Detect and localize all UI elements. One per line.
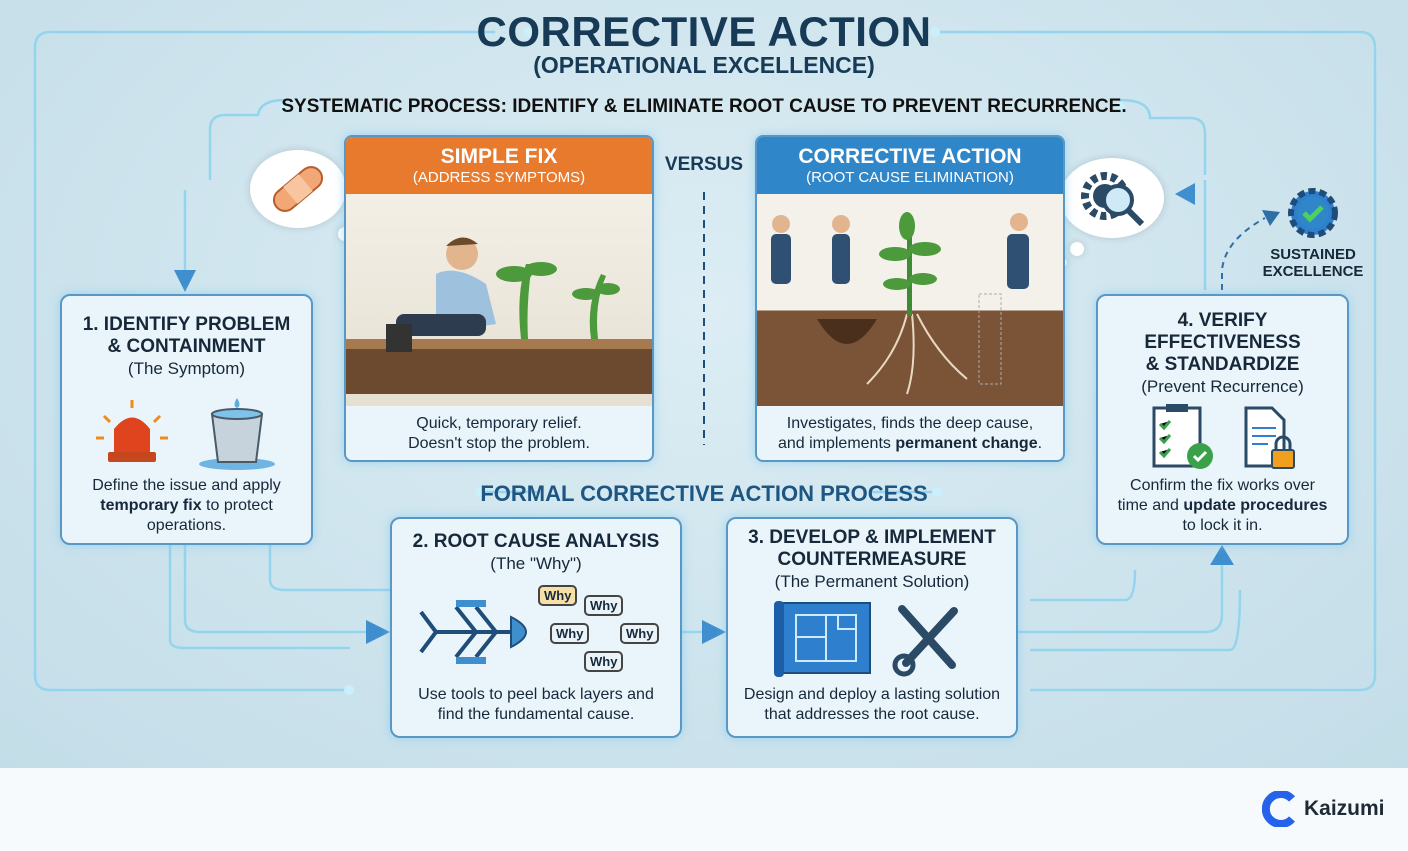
- gear-search-icon: [1081, 172, 1145, 227]
- title-line: EFFECTIVENESS: [1144, 332, 1301, 353]
- gardener-illustration: [346, 194, 652, 406]
- checklist-and-locked-document-icons: [1152, 404, 1295, 469]
- desc-line: find the fundamental cause.: [437, 706, 635, 723]
- caption-line: Quick, temporary relief.: [416, 415, 582, 432]
- caption-line: and implements permanent change.: [757, 434, 1063, 454]
- desc-line: time and update procedures: [1098, 496, 1347, 516]
- desc-line: Define the issue and apply: [92, 477, 281, 494]
- gear-magnifier-thought-bubble: [1060, 158, 1164, 238]
- infographic-canvas: CORRECTIVE ACTION (OPERATIONAL EXCELLENC…: [0, 0, 1408, 768]
- wrench-screwdriver-icon: [898, 605, 958, 669]
- caption-line: Doesn't stop the problem.: [408, 435, 590, 452]
- step-1-subtitle: (The Symptom): [127, 359, 246, 378]
- caption-line: Investigates, finds the deep cause,: [786, 415, 1034, 432]
- simple-fix-panel: SIMPLE FIX (ADDRESS SYMPTOMS) Quick, tem…: [344, 135, 654, 462]
- step-4-subtitle: (Prevent Recurrence): [1141, 377, 1304, 396]
- why-bubble: Why: [538, 585, 578, 606]
- caption-text: .: [1037, 435, 1043, 452]
- caption-text: and implements: [777, 435, 896, 452]
- step-1-description: Define the issue and apply temporary fix…: [62, 476, 311, 536]
- footer: [0, 768, 1408, 851]
- water-bucket-icon: [199, 398, 275, 470]
- step-3-subtitle: (The Permanent Solution): [774, 572, 970, 591]
- step-2-description: Use tools to peel back layers and find t…: [392, 685, 680, 725]
- brand-name: Kaizumi: [1304, 797, 1385, 820]
- desc-text: to protect: [201, 497, 273, 514]
- simple-fix-subtitle: (ADDRESS SYMPTOMS): [412, 169, 586, 186]
- step-2-card: 2. ROOT CAUSE ANALYSIS (The "Why") Why W…: [390, 517, 682, 738]
- page-title: CORRECTIVE ACTION: [476, 8, 932, 55]
- desc-line: to lock it in.: [1182, 517, 1263, 534]
- process-title: FORMAL CORRECTIVE ACTION PROCESS: [480, 481, 928, 506]
- step-1-title: 1. IDENTIFY PROBLEM& CONTAINMENT: [62, 314, 311, 358]
- title-line: & STANDARDIZE: [1145, 354, 1300, 375]
- desc-line: Confirm the fix works over: [1130, 477, 1315, 494]
- corrective-action-header: CORRECTIVE ACTION (ROOT CAUSE ELIMINATIO…: [757, 137, 1063, 194]
- connector-lines: [33, 27, 1377, 695]
- desc-bold: temporary fix: [100, 497, 202, 514]
- simple-fix-header: SIMPLE FIX (ADDRESS SYMPTOMS): [346, 137, 652, 194]
- kaizumi-logo-icon: [1262, 791, 1295, 827]
- bandage-thought-bubble: [250, 150, 346, 228]
- desc-line: that addresses the root cause.: [764, 706, 980, 723]
- why-bubble: Why: [584, 595, 624, 616]
- step-2-subtitle: (The "Why"): [490, 554, 582, 573]
- locked-document-icon: [1244, 406, 1295, 469]
- desc-text: time and: [1117, 497, 1184, 514]
- root-cause-illustration: [757, 194, 1063, 406]
- why-bubble: Why: [620, 623, 660, 644]
- label-line: SUSTAINED: [1270, 246, 1356, 263]
- versus-label: VERSUS: [664, 154, 744, 175]
- desc-line: temporary fix to protect: [62, 496, 311, 516]
- tagline: SYSTEMATIC PROCESS: IDENTIFY & ELIMINATE…: [281, 96, 1127, 117]
- title-line: & CONTAINMENT: [107, 336, 266, 357]
- title-line: COUNTERMEASURE: [777, 549, 967, 570]
- step-2-title: 2. ROOT CAUSE ANALYSIS: [412, 531, 660, 552]
- blueprint-and-tools-icons: [774, 601, 958, 677]
- brand-logo: Kaizumi: [1262, 791, 1385, 827]
- label-line: EXCELLENCE: [1262, 263, 1364, 280]
- blueprint-icon: [774, 601, 871, 677]
- desc-line: Design and deploy a lasting solution: [743, 686, 1001, 703]
- corrective-action-subtitle: (ROOT CAUSE ELIMINATION): [806, 169, 1014, 186]
- bubble-dot: [1070, 242, 1084, 256]
- fishbone-diagram-icon: [419, 600, 527, 664]
- step-4-description: Confirm the fix works over time and upda…: [1098, 476, 1347, 536]
- corrective-action-panel: CORRECTIVE ACTION (ROOT CAUSE ELIMINATIO…: [755, 135, 1065, 462]
- title-line: 4. VERIFY: [1177, 310, 1268, 331]
- page-subtitle: (OPERATIONAL EXCELLENCE): [533, 52, 875, 78]
- title-line: 3. DEVELOP & IMPLEMENT: [748, 527, 996, 548]
- alarm-light-icon: [96, 400, 168, 462]
- simple-fix-title: SIMPLE FIX: [440, 145, 558, 168]
- bandage-icon: [272, 166, 324, 212]
- alarm-and-bucket-icons: [96, 398, 275, 470]
- step-1-card: 1. IDENTIFY PROBLEM& CONTAINMENT (The Sy…: [60, 294, 313, 545]
- step-3-description: Design and deploy a lasting solution tha…: [728, 685, 1016, 725]
- desc-line: operations.: [146, 517, 227, 534]
- desc-line: Use tools to peel back layers and: [418, 686, 654, 703]
- checklist-icon: [1152, 404, 1213, 469]
- simple-fix-caption: Quick, temporary relief. Doesn't stop th…: [346, 406, 652, 454]
- corrective-action-title: CORRECTIVE ACTION: [798, 145, 1022, 168]
- desc-bold: update procedures: [1183, 497, 1328, 514]
- why-bubble: Why: [550, 623, 590, 644]
- why-bubble: Why: [584, 651, 624, 672]
- corrective-action-caption: Investigates, finds the deep cause, and …: [757, 406, 1063, 454]
- title-line: 1. IDENTIFY PROBLEM: [82, 314, 291, 335]
- gear-check-icon: [1288, 188, 1338, 238]
- caption-bold: permanent change: [895, 435, 1038, 452]
